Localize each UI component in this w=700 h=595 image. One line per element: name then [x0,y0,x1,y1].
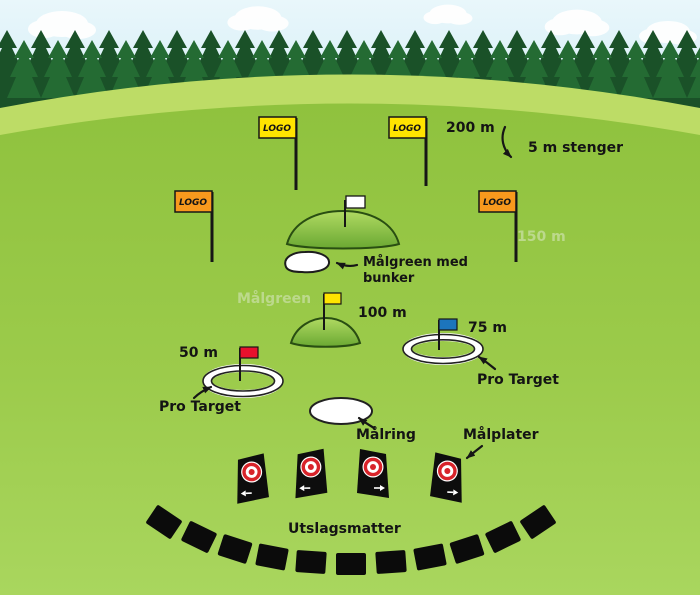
pro-target-left-label: Pro Target [159,399,241,415]
blue-flag-icon [438,318,458,331]
distance-150-label: 150 m [517,229,566,245]
target-green-mound [285,195,401,250]
logo-flag-150m-left: LOGO [174,190,214,262]
target-plate [355,447,391,500]
target-plates-arrow-icon [465,444,484,460]
target-ring-label: Målring [356,426,416,443]
pro-target-ring-50m [202,346,284,398]
target-plate [428,450,466,505]
logo-flag-200m-right: LOGO [388,116,428,186]
distance-200-label: 200 m [446,120,495,136]
target-green-watermark-label: Målgreen [237,290,311,307]
distance-100-label: 100 m [358,305,407,321]
flag-logo-label: LOGO [483,198,511,208]
orange-logo-flag-icon [174,190,213,213]
poles-note-label: 5 m stenger [528,140,623,156]
yellow-flag-icon [323,292,342,305]
logo-flag-200m-left: LOGO [258,116,298,190]
tee-mats-label: Utslagsmatter [288,521,401,537]
target-plate [292,447,330,500]
tee-mat [336,553,366,575]
logo-flag-150m-right: LOGO [478,190,518,262]
target-green-label-line1: Målgreen med [363,255,468,270]
red-flag-icon [239,346,259,359]
flag-logo-label: LOGO [263,124,291,134]
white-flag-icon [345,195,366,209]
bunker-label-arrow-icon [335,261,359,270]
target-plate [233,451,271,506]
poles-note-arrow-icon [501,125,513,159]
target-plates-label: Målplater [463,426,539,443]
distance-50-label: 50 m [179,345,218,361]
target-ring-arrow-icon [357,416,376,430]
target-ring-oval [309,397,373,425]
annotation-arrows [192,125,513,460]
flag-logo-label: LOGO [179,198,207,208]
pro-target-ring-75m [402,318,484,365]
bunker [284,250,330,274]
orange-logo-flag-icon [478,190,517,213]
tee-mat [295,549,327,575]
yellow-logo-flag-icon [388,116,427,139]
distance-75-label: 75 m [468,320,507,336]
mound-100m [289,292,362,348]
target-green-label-line2: bunker [363,271,415,286]
pro-target-right-arrow-icon [477,355,497,371]
field [0,103,700,595]
flag-logo-label: LOGO [393,124,421,134]
pro-target-left-arrow-icon [192,385,213,400]
yellow-logo-flag-icon [258,116,297,139]
pro-target-right-label: Pro Target [477,372,559,388]
tee-mat [375,549,407,575]
